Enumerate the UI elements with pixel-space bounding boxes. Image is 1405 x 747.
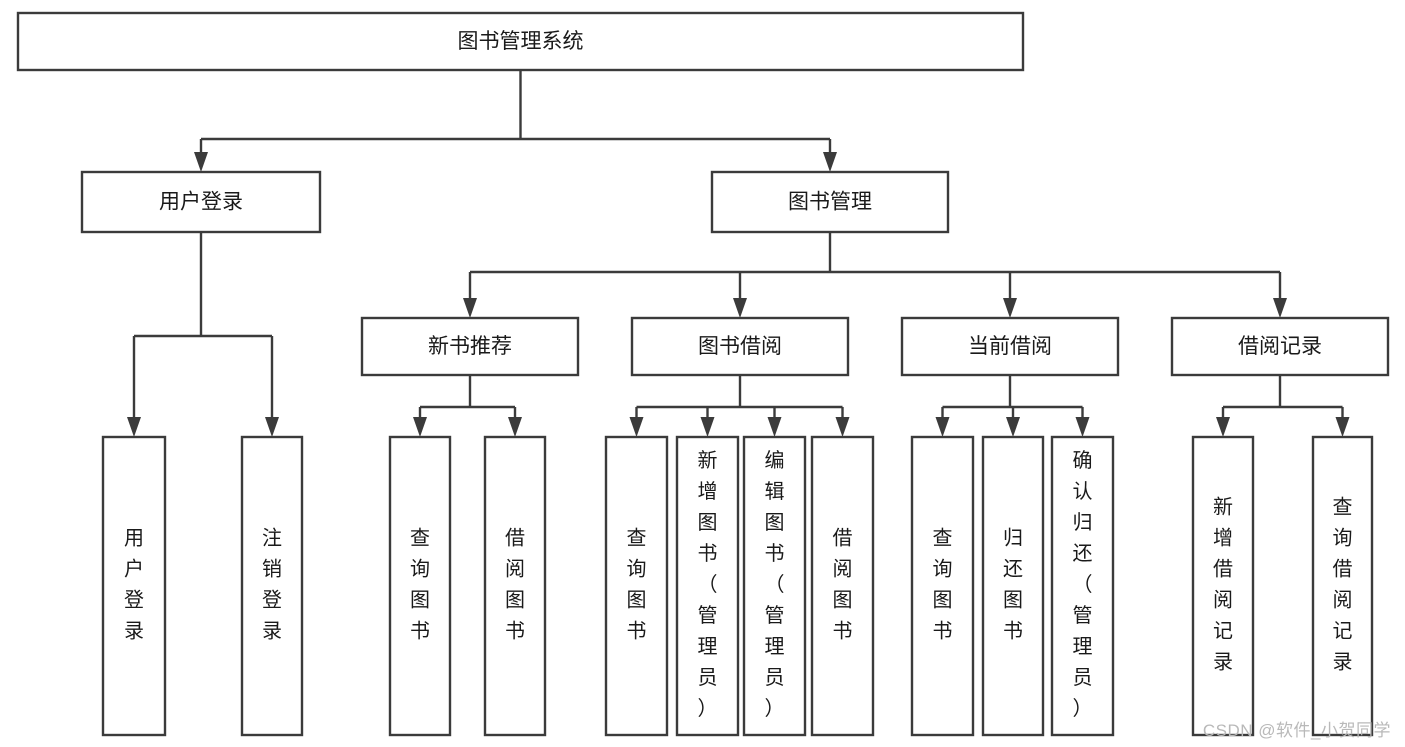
- arrow-head-icon: [127, 417, 141, 437]
- node-box-fn-br-query-record[interactable]: [1311, 435, 1374, 737]
- node-fn-bb-edit-book[interactable]: 编辑图书（管理员）: [742, 435, 807, 737]
- node-label-fn-bb-borrow-book: 借阅图书: [833, 527, 853, 643]
- node-fn-cb-return-book[interactable]: 归还图书: [981, 435, 1045, 737]
- node-box-root[interactable]: [16, 11, 1025, 72]
- arrow-head-icon: [1006, 417, 1020, 437]
- node-box-book-manage[interactable]: [710, 170, 950, 234]
- node-label-fn-cb-query-book: 查询图书: [933, 527, 953, 643]
- node-fn-rec-borrow-book[interactable]: 借阅图书: [483, 435, 547, 737]
- connector-group: [463, 232, 1287, 318]
- connector-group: [194, 70, 837, 172]
- node-label-fn-rec-borrow-book: 借阅图书: [505, 527, 525, 643]
- node-box-new-book-rec[interactable]: [360, 316, 580, 377]
- node-fn-user-login[interactable]: 用户登录: [101, 435, 167, 737]
- node-box-borrow-record[interactable]: [1170, 316, 1390, 377]
- node-label-fn-br-add-record: 新增借阅记录: [1213, 496, 1233, 674]
- node-book-borrow[interactable]: 图书借阅: [630, 316, 850, 377]
- connectors-layer: [127, 70, 1350, 437]
- connector-group: [127, 232, 279, 437]
- arrow-head-icon: [508, 417, 522, 437]
- arrow-head-icon: [265, 417, 279, 437]
- node-box-fn-rec-query-book[interactable]: [388, 435, 452, 737]
- node-fn-bb-borrow-book[interactable]: 借阅图书: [810, 435, 875, 737]
- node-label-current-borrow: 当前借阅: [968, 335, 1052, 358]
- node-label-book-manage: 图书管理: [788, 191, 872, 214]
- node-user-login[interactable]: 用户登录: [80, 170, 322, 234]
- node-label-fn-user-login: 用户登录: [124, 528, 144, 643]
- node-box-book-borrow[interactable]: [630, 316, 850, 377]
- node-label-fn-cb-confirm-return: 确认归还（管理员）: [1073, 449, 1093, 720]
- node-box-fn-bb-borrow-book[interactable]: [810, 435, 875, 737]
- arrow-head-icon: [463, 298, 477, 318]
- node-box-fn-bb-add-book[interactable]: [675, 435, 740, 737]
- node-fn-user-logout[interactable]: 注销登录: [240, 435, 304, 737]
- node-book-manage[interactable]: 图书管理: [710, 170, 950, 234]
- node-label-fn-rec-query-book: 查询图书: [410, 527, 430, 643]
- node-root[interactable]: 图书管理系统: [16, 11, 1025, 72]
- node-box-fn-bb-edit-book[interactable]: [742, 435, 807, 737]
- node-label-book-borrow: 图书借阅: [698, 335, 782, 358]
- connector-group: [629, 375, 850, 437]
- arrow-head-icon: [767, 417, 782, 437]
- node-box-fn-cb-confirm-return[interactable]: [1050, 435, 1115, 737]
- connector-group: [935, 375, 1090, 437]
- node-fn-cb-query-book[interactable]: 查询图书: [910, 435, 975, 737]
- node-label-fn-bb-query-book: 查询图书: [627, 527, 647, 643]
- node-fn-br-query-record[interactable]: 查询借阅记录: [1311, 435, 1374, 737]
- node-label-fn-bb-edit-book: 编辑图书（管理员）: [765, 449, 785, 720]
- arrow-head-icon: [1216, 417, 1230, 437]
- node-label-fn-bb-add-book: 新增图书（管理员）: [698, 449, 718, 720]
- arrow-head-icon: [1273, 298, 1287, 318]
- node-label-borrow-record: 借阅记录: [1238, 335, 1322, 358]
- node-box-fn-user-logout[interactable]: [240, 435, 304, 737]
- nodes-layer: 图书管理系统用户登录图书管理新书推荐图书借阅当前借阅借阅记录用户登录注销登录查询…: [16, 11, 1390, 737]
- node-box-fn-user-login[interactable]: [101, 435, 167, 737]
- arrow-head-icon: [733, 298, 747, 318]
- node-label-fn-cb-return-book: 归还图书: [1003, 527, 1023, 643]
- node-fn-cb-confirm-return[interactable]: 确认归还（管理员）: [1050, 435, 1115, 737]
- arrow-head-icon: [629, 417, 644, 437]
- node-box-current-borrow[interactable]: [900, 316, 1120, 377]
- node-box-fn-br-add-record[interactable]: [1191, 435, 1255, 737]
- connector-group: [413, 375, 522, 437]
- node-borrow-record[interactable]: 借阅记录: [1170, 316, 1390, 377]
- node-fn-bb-add-book[interactable]: 新增图书（管理员）: [675, 435, 740, 737]
- node-box-fn-cb-return-book[interactable]: [981, 435, 1045, 737]
- node-box-fn-cb-query-book[interactable]: [910, 435, 975, 737]
- arrow-head-icon: [1075, 417, 1090, 437]
- node-fn-bb-query-book[interactable]: 查询图书: [604, 435, 669, 737]
- node-box-fn-rec-borrow-book[interactable]: [483, 435, 547, 737]
- watermark-label: CSDN @软件_小贺同学: [1202, 721, 1391, 740]
- node-new-book-rec[interactable]: 新书推荐: [360, 316, 580, 377]
- node-label-fn-br-query-record: 查询借阅记录: [1333, 496, 1353, 674]
- connector-group: [1216, 375, 1350, 437]
- node-fn-br-add-record[interactable]: 新增借阅记录: [1191, 435, 1255, 737]
- node-label-user-login: 用户登录: [159, 191, 243, 214]
- arrow-head-icon: [413, 417, 427, 437]
- node-label-root: 图书管理系统: [458, 30, 584, 53]
- node-label-fn-user-logout: 注销登录: [262, 527, 282, 643]
- node-box-fn-bb-query-book[interactable]: [604, 435, 669, 737]
- arrow-head-icon: [1335, 417, 1350, 437]
- node-label-new-book-rec: 新书推荐: [428, 335, 512, 358]
- node-fn-rec-query-book[interactable]: 查询图书: [388, 435, 452, 737]
- arrow-head-icon: [700, 417, 715, 437]
- node-box-user-login[interactable]: [80, 170, 322, 234]
- node-current-borrow[interactable]: 当前借阅: [900, 316, 1120, 377]
- arrow-head-icon: [1003, 298, 1017, 318]
- arrow-head-icon: [935, 417, 950, 437]
- arrow-head-icon: [823, 152, 837, 172]
- arrow-head-icon: [194, 152, 208, 172]
- arrow-head-icon: [835, 417, 850, 437]
